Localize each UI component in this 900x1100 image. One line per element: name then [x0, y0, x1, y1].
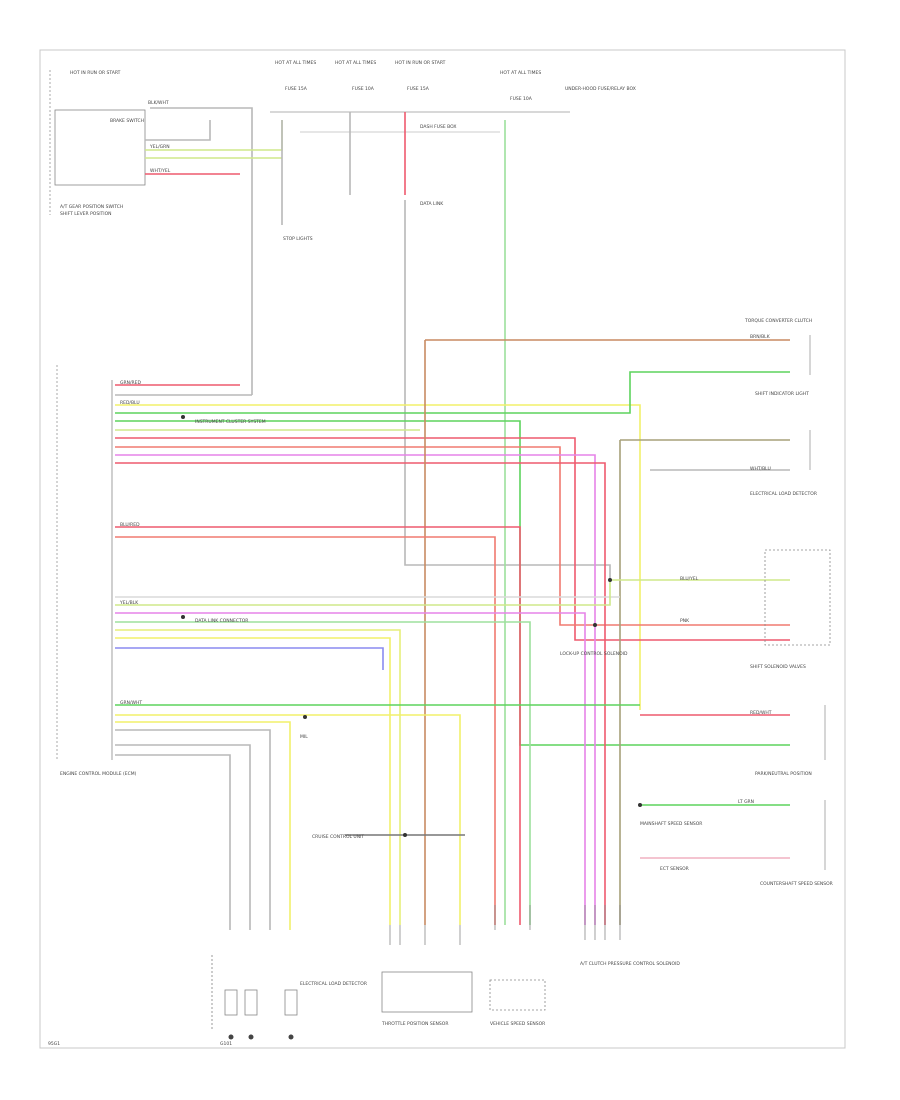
label-hot-top: HOT IN RUN OR START — [70, 70, 121, 76]
wire-ecm-magenta-2 — [115, 612, 586, 925]
wire-label-7: YEL/BLK — [119, 600, 139, 606]
label-hot-d: HOT AT ALL TIMES — [500, 70, 541, 76]
wire-ecm-red-2 — [115, 437, 790, 641]
diagram-frame — [39, 49, 846, 1049]
wire-label-8: GRN/WHT — [120, 700, 142, 706]
wire-ecm-magenta-1 — [115, 454, 596, 925]
label-shift-light: SHIFT INDICATOR LIGHT — [755, 391, 809, 397]
wire-ecm-red-3 — [115, 462, 606, 925]
ground-dot-a — [228, 1034, 234, 1040]
ground-b — [244, 989, 258, 1016]
label-shift-lever: SHIFT LEVER POSITION — [60, 211, 112, 217]
wire-ecm-green-1 — [115, 371, 790, 414]
label-cruise: CRUISE CONTROL UNIT — [312, 834, 364, 840]
wire-ecm-yellow-2 — [115, 637, 391, 925]
wire-label-1: BLK/WHT — [148, 100, 169, 106]
wire-label-13: BLU/YEL — [680, 576, 699, 582]
wire-label-4: GRN/RED — [120, 380, 141, 386]
wire-ecm-lime-3 — [115, 579, 790, 606]
label-instrument-a: INSTRUMENT CLUSTER SYSTEM — [195, 419, 266, 425]
wire-ecm-gray-5 — [115, 744, 251, 930]
label-elec-load-b: ELECTRICAL LOAD DETECTOR — [300, 981, 367, 987]
wire-ecm-yellow-1 — [115, 404, 641, 710]
throttle-sensor-box — [381, 971, 473, 1013]
ground-dot-c — [288, 1034, 294, 1040]
label-hot-c: HOT IN RUN OR START — [395, 60, 446, 66]
label-tcc-solenoid: TORQUE CONVERTER CLUTCH — [744, 318, 812, 324]
wire-ecm-green-3 — [115, 621, 531, 925]
ground-a — [224, 989, 238, 1016]
label-brake-switch: BRAKE SWITCH — [110, 118, 144, 124]
label-underhood: UNDER-HOOD FUSE/RELAY BOX — [565, 86, 636, 92]
label-dash-fuse: DASH FUSE BOX — [420, 124, 457, 130]
label-linear: A/T CLUTCH PRESSURE CONTROL SOLENOID — [580, 961, 680, 967]
label-mainshaft: MAINSHAFT SPEED SENSOR — [640, 821, 702, 827]
label-park-neutral: PARK/NEUTRAL POSITION — [755, 771, 812, 777]
ground-dot-b — [248, 1034, 254, 1040]
wire-ecm-yellow-4 — [115, 721, 291, 930]
bottom-connector-ticks — [389, 905, 621, 945]
wire-ecm-blue — [115, 647, 384, 670]
wire-ecm-gray-4 — [115, 729, 271, 930]
wire-ecm-salmon-1 — [115, 446, 790, 626]
wire-label-2: YEL/GRN — [149, 144, 170, 150]
label-position-switch: A/T GEAR POSITION SWITCH — [60, 204, 123, 210]
wire-ecm-yellow-3 — [115, 714, 461, 925]
label-hot-b: HOT AT ALL TIMES — [335, 60, 376, 66]
wire-label-3: WHT/YEL — [150, 168, 171, 174]
label-ecm: ENGINE CONTROL MODULE (ECM) — [60, 771, 137, 777]
wire-label-9: BRN/BLK — [750, 334, 771, 340]
wire-label-14: WHT/BLU — [750, 466, 771, 472]
brake-switch-box — [54, 109, 146, 186]
vss-box — [489, 979, 546, 1011]
label-instrument-b: DATA LINK CONNECTOR — [195, 618, 248, 624]
label-fuse-a: FUSE 15A — [285, 86, 308, 92]
wire-ecm-gray-6 — [115, 754, 231, 930]
wire-label-6: BLU/RED — [120, 522, 140, 528]
wire-label-11: PNK — [680, 618, 690, 624]
label-mil: MIL — [300, 734, 308, 740]
label-fuse-b: FUSE 10A — [352, 86, 375, 92]
label-hot-a: HOT AT ALL TIMES — [275, 60, 316, 66]
wire-top-gray-2 — [145, 120, 211, 141]
label-solenoid: SHIFT SOLENOID VALVES — [750, 664, 806, 670]
label-fuse-c: FUSE 15A — [407, 86, 430, 92]
label-throttle: THROTTLE POSITION SENSOR — [381, 1021, 448, 1027]
junction-dots — [181, 415, 642, 837]
label-footer-code: 95G1 — [48, 1041, 60, 1047]
label-ground: G101 — [220, 1041, 232, 1047]
label-fuse-d: FUSE 10A — [510, 96, 533, 102]
label-ect: ECT SENSOR — [660, 866, 689, 872]
gear-switch-box — [764, 549, 831, 646]
wire-label-5: RED/BLU — [120, 400, 140, 406]
wire-top-gray — [150, 107, 253, 395]
wire-fuse-c-long — [404, 200, 611, 580]
ground-c — [284, 989, 298, 1016]
label-countershaft: COUNTERSHAFT SPEED SENSOR — [760, 881, 833, 887]
label-data-link: DATA LINK — [420, 201, 444, 207]
label-vss: VEHICLE SPEED SENSOR — [490, 1021, 545, 1027]
wire-label-12: LT GRN — [738, 799, 754, 805]
label-elec-load: ELECTRICAL LOAD DETECTOR — [750, 491, 817, 497]
label-lockup: LOCK-UP CONTROL SOLENOID — [560, 651, 628, 657]
wire-label-10: RED/WHT — [750, 710, 772, 716]
wire-ecm-red-4 — [115, 526, 521, 925]
label-stop-lights: STOP LIGHTS — [283, 236, 313, 242]
wire-ecm-lime-4 — [115, 629, 401, 925]
wire-ecm-salmon-2 — [115, 536, 496, 925]
